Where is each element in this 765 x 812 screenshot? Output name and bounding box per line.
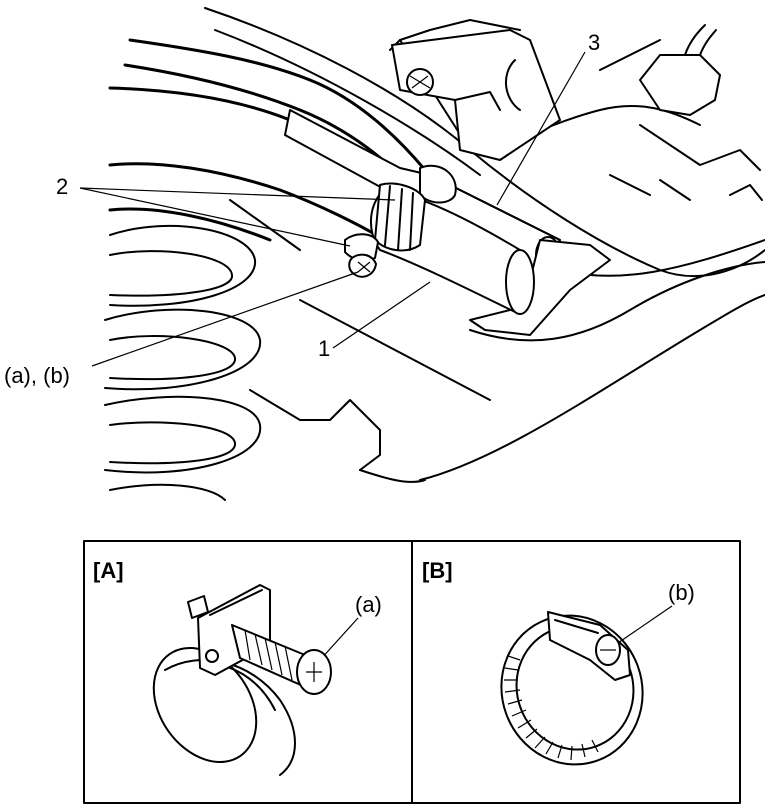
callout-pipe: 3 (588, 30, 600, 55)
detail-panel-a: [A] (a) (93, 558, 382, 776)
panel-b-callout: (b) (668, 580, 695, 605)
panel-a-hose-ring (152, 647, 258, 763)
panel-b-label: [B] (422, 558, 453, 583)
vehicle-body-outline (204, 7, 765, 483)
mounting-bracket (391, 24, 721, 161)
callout-screws: (a), (b) (4, 363, 70, 388)
panel-b-leader (614, 605, 673, 646)
leader-lines (79, 51, 586, 367)
hoses-upper-left (108, 38, 427, 242)
panel-b-band-outer (500, 614, 644, 766)
detail-panel-b: [B] (b) (422, 558, 695, 766)
coil-spring (104, 224, 262, 501)
main-view: 1 2 3 (a), (b) (4, 7, 765, 501)
panel-a-label: [A] (93, 558, 124, 583)
callout-hose: 1 (318, 336, 330, 361)
pipe-3 (284, 109, 611, 336)
panel-a-callout: (a) (355, 592, 382, 617)
panel-a-leader (319, 617, 359, 661)
callout-clamp: 2 (56, 174, 68, 199)
detail-panels: [A] (a) [B] (b) (83, 540, 741, 804)
